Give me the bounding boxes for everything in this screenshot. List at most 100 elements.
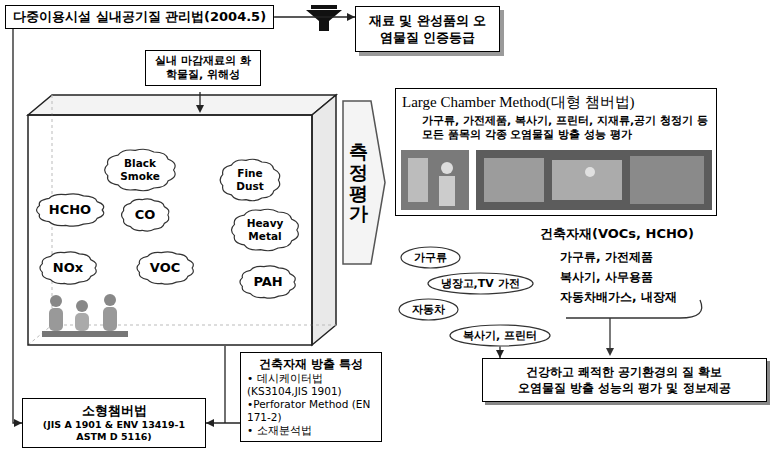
ellipse-shape [450,325,550,346]
room-back-edge [52,325,336,326]
node-text: 건축자재 방출 특성 [247,357,375,372]
connector-line [274,16,355,17]
leader-line [199,92,200,106]
node-text: NOx [53,260,83,276]
node-body-text: • 데시케이터법 (KS3104,JIS 1901) [247,372,375,398]
note-label: 가구류, 가전제품 [560,250,653,265]
arrow-head [496,350,504,358]
chamber-photo [630,156,704,204]
result-box: 재료 및 완성품의 오염물질 인증등급 [355,6,500,52]
chamber-photo [476,150,712,210]
note-label: 자동차배가스, 내장재 [560,290,677,305]
node-text: 건강하고 쾌적한 공기환경의 질 확보 [488,364,761,380]
ellipse-shape [399,299,458,320]
chamber-photo [439,176,455,206]
chamber-photo [408,158,428,202]
node-text: Heavy Metal [244,217,286,243]
measure-arrow: 측정평가 [342,100,386,265]
cloud-shape [220,159,280,200]
title-box: 다중이용시설 실내공기질 관리법(2004.5) [5,5,274,29]
pollutant-cloud: PAH [237,264,298,300]
person-head [104,294,116,306]
product-ellipse: 냉장고,TV 가전 [427,272,534,295]
method-box: Large Chamber Method(대형 챔버법) 가구류, 가전제품, 복… [395,88,717,216]
node-text: Fine Dust [233,167,267,193]
connector [13,29,22,427]
pollutant-cloud: VOC [134,250,196,286]
node-text: 측정평가 [349,141,368,225]
pollutant-cloud: Fine Dust [217,157,283,203]
connector [274,13,355,21]
chamber-photo [484,158,544,202]
node-text: 복사기, 프린터 [463,328,537,343]
pollutant-cloud: CO [119,197,172,233]
method-box: 건축자재 방출 특성• 데시케이터법 (KS3104,JIS 1901)•Per… [240,352,382,442]
product-ellipse: 가구류 [400,246,461,269]
room-ceiling [28,95,336,115]
leader-line [609,318,610,349]
node-text: 자동차 [412,302,445,317]
node-body-text: 가구류, 가전제품, 복사기, 프린터, 지재류,공기 청정기 등 모든 품목의… [402,114,710,142]
node-text: CO [135,207,156,223]
note-text: 건축자재(VOCs, HCHO) [540,226,694,242]
arrow-head [606,348,614,356]
cloud-shape [36,194,103,226]
arrow-head [206,419,214,427]
cloud-shape [137,252,193,284]
person-body [103,307,117,331]
node-text: Black Smoke [117,157,163,183]
ellipse-shape [428,273,533,294]
pollutant-cloud: Heavy Metal [228,207,302,253]
cloud-shape [105,149,175,190]
note-label: 복사기, 사무용품 [560,270,653,285]
room-front [28,115,312,345]
chamber-photo [441,162,453,174]
cloud-shape [240,266,295,298]
node-text: 냉장고,TV 가전 [441,276,520,291]
node-text: 실내 마감재료의 화학물질, 위해성 [151,54,255,82]
leader-line [224,346,225,423]
pollutant-cloud: NOx [37,250,99,286]
note-label: 건축자재(VOCs, HCHO) [540,226,694,242]
pollutant-cloud: Black Smoke [101,147,179,193]
node-body-text: (JIS A 1901 & ENV 13419-1 ASTM D 5116) [28,419,200,443]
connector [206,419,240,427]
note-text: 복사기, 사무용품 [560,270,653,285]
goal-box: 건강하고 쾌적한 공기환경의 질 확보오염물질 방출 성능의 평가 및 정보제공 [482,358,767,402]
note-text: 가구류, 가전제품 [560,250,653,265]
node-text: PAH [253,274,282,290]
room-wall [312,95,336,345]
node-body-text: 오염물질 방출 성능의 평가 및 정보제공 [488,380,761,396]
pollutant-cloud: HCHO [33,192,107,228]
method-box: 소형챔버법(JIS A 1901 & ENV 13419-1 ASTM D 51… [22,398,206,448]
note-box: 실내 마감재료의 화학물질, 위해성 [145,50,261,86]
node-text: Large Chamber Method(대형 챔버법) [402,93,710,111]
arrow-head [196,105,204,113]
cloud-shape [232,209,299,250]
person-head [50,295,62,307]
person-body [49,308,63,331]
cloud-shape [121,199,168,231]
note-text: 자동차배가스, 내장재 [560,290,677,305]
funnel-icon [311,5,337,9]
arrow-head [347,13,355,21]
arrow-head [14,419,22,427]
ellipse-shape [401,247,460,268]
node-text: 재료 및 완성품의 오염물질 인증등급 [365,12,490,46]
node-text: 소형챔버법 [28,403,200,419]
node-text: 가구류 [414,250,447,265]
funnel-icon [306,10,342,31]
chamber-photo [585,167,595,177]
product-ellipse: 자동차 [398,298,459,321]
table [42,331,128,337]
person-body [75,313,89,331]
node-body-text: •Perforator Method (EN 171-2) [247,398,375,424]
arrow-shape [343,101,385,264]
connector-line [13,29,22,423]
product-ellipse: 복사기, 프린터 [449,324,551,347]
node-text: 다중이용시설 실내공기질 관리법(2004.5) [13,9,266,25]
chamber-photo [552,160,622,200]
cloud-shape [40,252,96,284]
connector [496,347,504,359]
